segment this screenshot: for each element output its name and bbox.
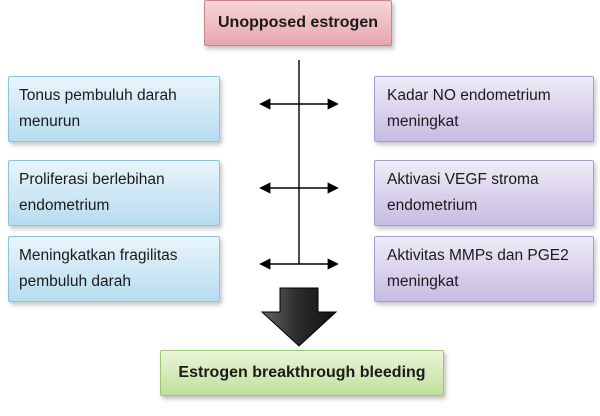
left-box-1-line-2: menurun [19,113,81,130]
right-box-1: Kadar NO endometrium meningkat [374,76,594,142]
estrogen-breakthrough-bleeding-box: Estrogen breakthrough bleeding [160,350,444,396]
unopposed-estrogen-box: Unopposed estrogen [204,0,392,46]
right-box-3: Aktivitas MMPs dan PGE2 meningkat [374,236,594,302]
left-box-3-line-1: Meningkatkan fragilitas [19,247,178,264]
right-box-2-line-2: endometrium [387,197,478,214]
left-box-3-line-2: pembuluh darah [19,273,132,290]
right-box-2: Aktivasi VEGF stroma endometrium [374,160,594,226]
right-box-2-line-1: Aktivasi VEGF stroma [387,171,539,188]
right-box-3-line-1: Aktivitas MMPs dan PGE2 [387,247,569,264]
top-box-label: Unopposed estrogen [217,14,378,31]
down-arrow-icon [260,287,338,347]
right-box-3-line-2: meningkat [387,273,459,290]
left-box-1-line-1: Tonus pembuluh darah [19,87,177,104]
left-box-2: Proliferasi berlebihan endometrium [8,160,220,226]
left-box-2-line-2: endometrium [19,197,110,214]
left-box-3: Meningkatkan fragilitas pembuluh darah [8,236,220,302]
left-box-1: Tonus pembuluh darah menurun [8,76,220,142]
left-box-2-line-1: Proliferasi berlebihan [19,171,165,188]
bottom-box-label: Estrogen breakthrough bleeding [178,364,426,381]
right-box-1-line-1: Kadar NO endometrium [387,87,551,104]
right-box-1-line-2: meningkat [387,113,459,130]
